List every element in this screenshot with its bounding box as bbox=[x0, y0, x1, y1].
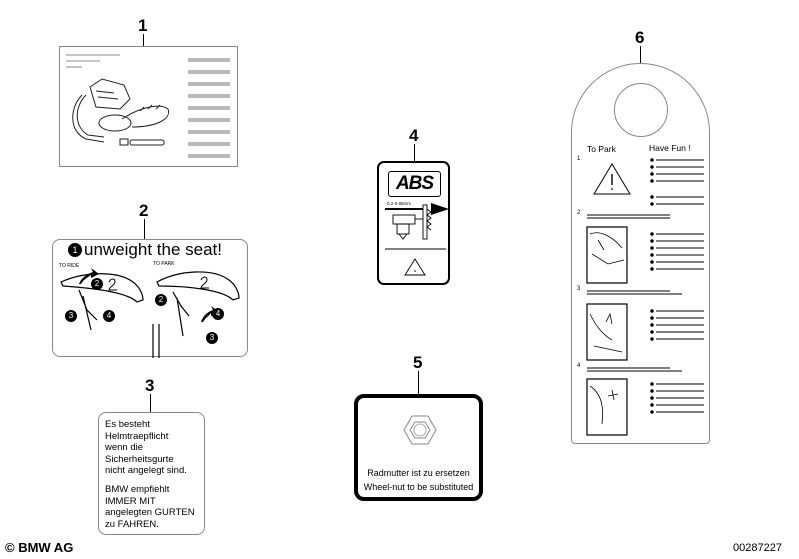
label-3-paragraph-1: Es besteht Helmtraepflicht wenn die Sich… bbox=[105, 419, 187, 476]
step-badge-4-park: 4 bbox=[212, 308, 224, 320]
callout-6-leader bbox=[640, 46, 641, 64]
step-1-number: 1 bbox=[577, 156, 581, 162]
callout-4-leader bbox=[414, 144, 415, 161]
abs-logo-frame: ABS bbox=[388, 171, 441, 197]
callout-2: 2 bbox=[139, 201, 149, 220]
label-1-panel bbox=[59, 46, 238, 167]
callout-3-leader bbox=[150, 394, 151, 412]
gap-spec: 0.2-0.85mm bbox=[387, 201, 412, 206]
have-fun-heading: Have Fun ! bbox=[649, 143, 691, 153]
callout-2-leader bbox=[144, 219, 145, 239]
label-4-panel: ABS 0.2-0.85mm bbox=[377, 161, 450, 285]
label-6-hang-tag: To Park Have Fun ! 1 2 3 4 bbox=[571, 63, 710, 444]
hang-tag-illustration bbox=[586, 158, 704, 436]
sensor-illustration bbox=[385, 203, 449, 276]
label-5-line-2: Wheel-nut to be substituted bbox=[363, 482, 474, 492]
to-park-label: TO PARK bbox=[153, 261, 175, 267]
step-4-number: 4 bbox=[577, 363, 581, 369]
callout-5: 5 bbox=[413, 353, 423, 372]
wheel-nut-icon bbox=[403, 415, 437, 445]
footer-brand: © BMW AG bbox=[5, 540, 74, 555]
step-badge-2-ride: 2 bbox=[91, 278, 103, 290]
label-5-panel: Radmutter ist zu ersetzen Wheel-nut to b… bbox=[354, 394, 483, 501]
label-3-paragraph-2: BMW empfiehlt IMMER MIT angelegten GURTE… bbox=[105, 484, 195, 530]
step-badge-1: 1 bbox=[68, 243, 82, 257]
footer-code: 00287227 bbox=[733, 542, 782, 554]
callout-1: 1 bbox=[138, 16, 148, 35]
step-badge-2-park: 2 bbox=[155, 294, 167, 306]
callout-4: 4 bbox=[409, 126, 419, 145]
bullet-list bbox=[650, 158, 704, 414]
callout-6: 6 bbox=[635, 28, 645, 47]
callout-1-leader bbox=[143, 34, 144, 46]
callout-3: 3 bbox=[145, 376, 155, 395]
step-badge-3-park: 3 bbox=[206, 332, 218, 344]
to-ride-label: TO RIDE bbox=[59, 263, 80, 269]
label-2-title: unweight the seat! bbox=[84, 240, 222, 259]
abs-logo: ABS bbox=[395, 173, 434, 194]
step-badge-3-ride: 3 bbox=[65, 310, 77, 322]
seat-illustration bbox=[60, 268, 240, 358]
label-3-panel: Es besteht Helmtraepflicht wenn die Sich… bbox=[98, 412, 205, 535]
hang-hole bbox=[614, 83, 668, 137]
step-2-number: 2 bbox=[577, 210, 581, 216]
label-2-panel: 1 unweight the seat! TO RIDE TO PARK 2 3… bbox=[52, 239, 248, 358]
step-badge-4-ride: 4 bbox=[103, 310, 115, 322]
step-3-number: 3 bbox=[577, 286, 581, 292]
label-1-illustration bbox=[66, 54, 230, 158]
to-park-heading: To Park bbox=[587, 144, 616, 154]
label-5-line-1: Radmutter ist zu ersetzen bbox=[367, 468, 470, 478]
callout-5-leader bbox=[418, 371, 419, 394]
